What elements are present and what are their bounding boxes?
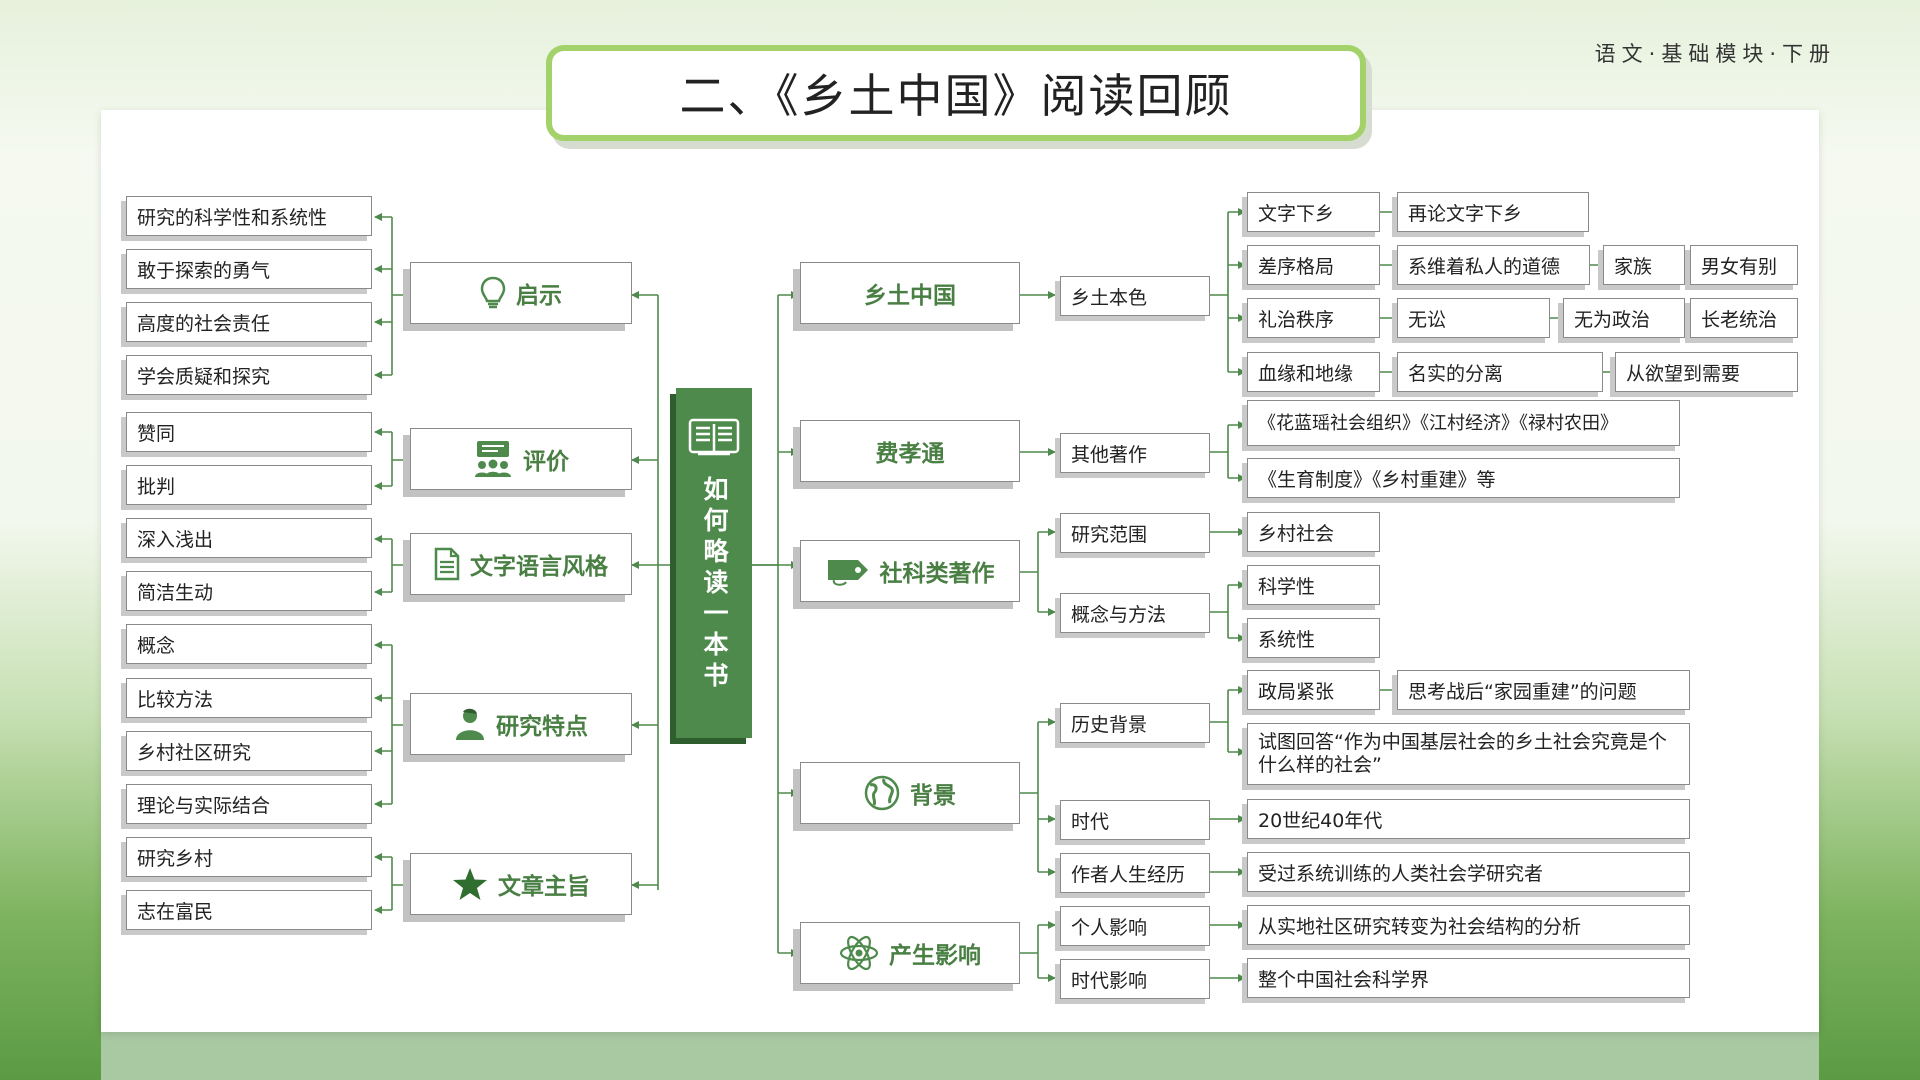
list-item: 研究的科学性和系统性 xyxy=(126,196,372,236)
list-item: 批判 xyxy=(126,465,372,505)
category-label: 背景 xyxy=(910,783,956,809)
document-icon xyxy=(434,547,460,581)
value-item: 从实地社区研究转变为社会结构的分析 xyxy=(1247,905,1690,945)
list-item: 概念 xyxy=(126,624,372,664)
works-item: 《花蓝瑶社会组织》《江村经济》《禄村农田》 xyxy=(1247,400,1680,446)
bottom-band xyxy=(101,1032,1819,1080)
center-node: 如何略读一本书 xyxy=(676,388,752,738)
value-item: 受过系统训练的人类社会学研究者 xyxy=(1247,852,1690,892)
subnode-history: 历史背景 xyxy=(1060,703,1210,743)
subnode-concept-method: 概念与方法 xyxy=(1060,593,1210,633)
chapter-item: 文字下乡 xyxy=(1247,192,1380,232)
category-label: 文字语言风格 xyxy=(470,554,608,580)
subnode-other-works: 其他著作 xyxy=(1060,433,1210,473)
chapter-item: 再论文字下乡 xyxy=(1397,192,1589,232)
category-label: 乡土中国 xyxy=(864,283,956,309)
value-item: 乡村社会 xyxy=(1247,512,1380,552)
value-item: 系统性 xyxy=(1247,618,1380,658)
category-beijing: 背景 xyxy=(800,762,1020,824)
atom-icon xyxy=(839,935,879,971)
list-item: 深入浅出 xyxy=(126,518,372,558)
category-label: 评价 xyxy=(523,449,569,475)
list-item: 学会质疑和探究 xyxy=(126,355,372,395)
book-icon xyxy=(688,418,740,456)
list-item: 高度的社会责任 xyxy=(126,302,372,342)
center-label: 如何略读一本书 xyxy=(700,476,729,693)
value-item: 20世纪40年代 xyxy=(1247,799,1690,839)
chapter-item: 男女有别 xyxy=(1690,245,1798,285)
series-label: 语文·基础模块·下册 xyxy=(1594,42,1836,66)
list-item: 比较方法 xyxy=(126,678,372,718)
category-label: 产生影响 xyxy=(889,943,981,969)
chapter-item: 礼治秩序 xyxy=(1247,298,1380,338)
list-item: 赞同 xyxy=(126,412,372,452)
category-qishi: 启示 xyxy=(410,262,632,324)
person-icon xyxy=(456,708,484,740)
category-label: 社科类著作 xyxy=(879,561,995,587)
chapter-item: 差序格局 xyxy=(1247,245,1380,285)
value-item: 思考战后“家园重建”的问题 xyxy=(1397,670,1690,710)
globe-icon xyxy=(864,775,900,811)
chapter-item: 家族 xyxy=(1603,245,1685,285)
subnode-era-impact: 时代影响 xyxy=(1060,959,1210,999)
value-item: 科学性 xyxy=(1247,565,1380,605)
list-item: 志在富民 xyxy=(126,890,372,930)
list-item: 理论与实际结合 xyxy=(126,784,372,824)
subnode-era: 时代 xyxy=(1060,800,1210,840)
chapter-item: 从欲望到需要 xyxy=(1615,352,1798,392)
category-label: 研究特点 xyxy=(496,714,588,740)
works-item: 《生育制度》《乡村重建》等 xyxy=(1247,458,1680,498)
chapter-item: 血缘和地缘 xyxy=(1247,352,1380,392)
value-item: 试图回答“作为中国基层社会的乡土社会究竟是个什么样的社会” xyxy=(1247,723,1690,785)
star-icon xyxy=(453,868,487,900)
subnode-author-life: 作者人生经历 xyxy=(1060,853,1210,893)
category-pingjia: 评价 xyxy=(410,428,632,490)
value-item: 政局紧张 xyxy=(1247,670,1380,710)
category-sheke: 社科类著作 xyxy=(800,540,1020,602)
lightbulb-icon xyxy=(480,276,506,309)
value-item: 整个中国社会科学界 xyxy=(1247,958,1690,998)
page-title: 二、《乡土中国》阅读回顾 xyxy=(546,45,1366,141)
subnode-research-scope: 研究范围 xyxy=(1060,513,1210,553)
category-label: 费孝通 xyxy=(875,441,945,467)
category-fei: 费孝通 xyxy=(800,420,1020,482)
chapter-item: 长老统治 xyxy=(1690,298,1798,338)
list-item: 简洁生动 xyxy=(126,571,372,611)
category-fengge: 文字语言风格 xyxy=(410,533,632,595)
category-tedian: 研究特点 xyxy=(410,693,632,755)
category-yingxiang: 产生影响 xyxy=(800,922,1020,984)
audience-icon xyxy=(475,441,511,477)
chapter-item: 名实的分离 xyxy=(1397,352,1603,392)
subnode-personal-impact: 个人影响 xyxy=(1060,906,1210,946)
list-item: 敢于探索的勇气 xyxy=(126,249,372,289)
subnode-xiangtu-bense: 乡土本色 xyxy=(1060,276,1210,316)
tag-icon xyxy=(827,560,868,586)
chapter-item: 无为政治 xyxy=(1563,298,1685,338)
chapter-item: 系维着私人的道德 xyxy=(1397,245,1590,285)
chapter-item: 无讼 xyxy=(1397,298,1550,338)
list-item: 研究乡村 xyxy=(126,837,372,877)
category-label: 启示 xyxy=(516,283,562,309)
category-xiangtu: 乡土中国 xyxy=(800,262,1020,324)
category-label: 文章主旨 xyxy=(498,874,590,900)
list-item: 乡村社区研究 xyxy=(126,731,372,771)
category-zhuzhi: 文章主旨 xyxy=(410,853,632,915)
